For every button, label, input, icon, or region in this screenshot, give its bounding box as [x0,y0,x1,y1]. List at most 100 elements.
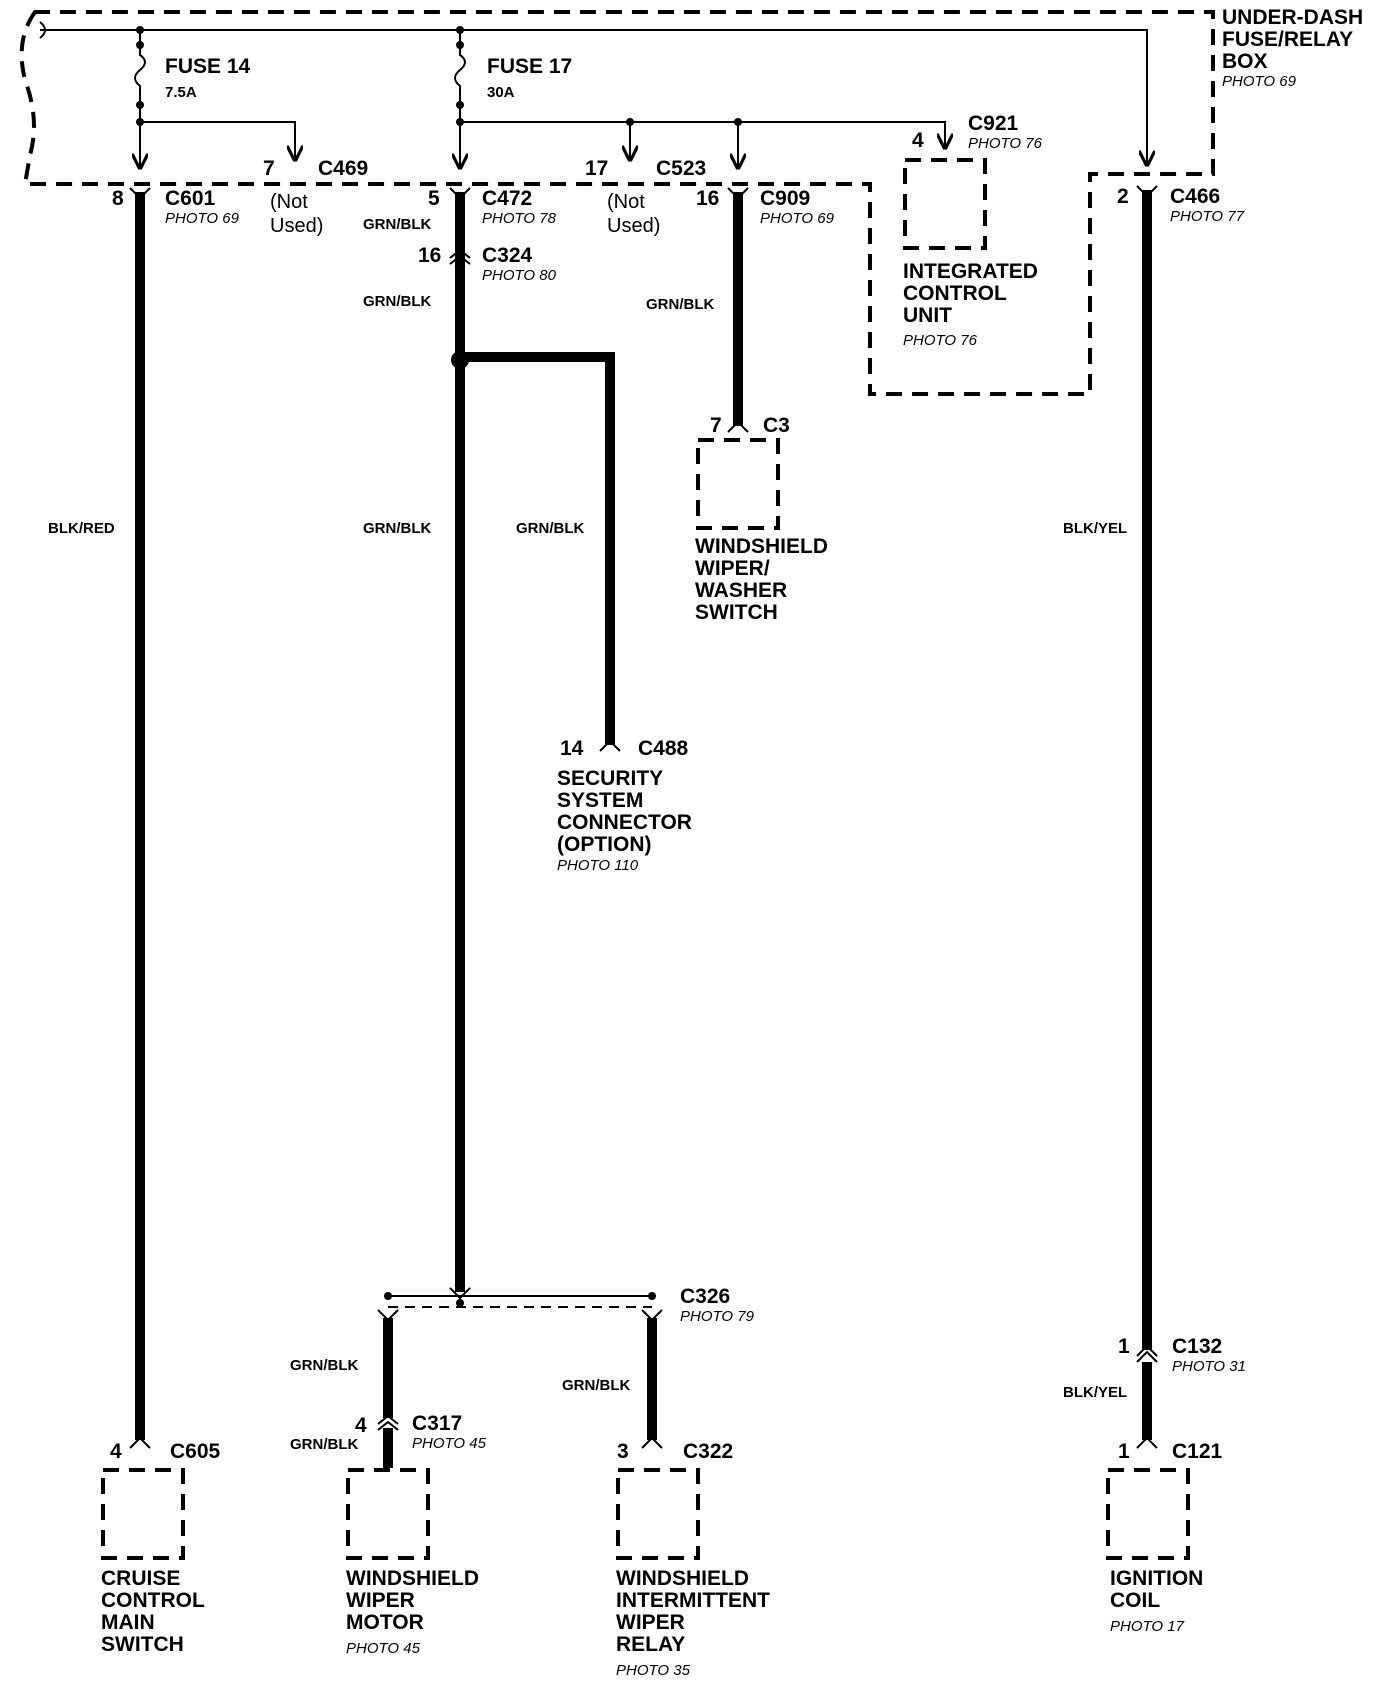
svg-text:C326: C326 [680,1285,730,1308]
svg-text:UNDER-DASH: UNDER-DASH [1222,6,1363,29]
svg-text:FUSE/RELAY: FUSE/RELAY [1222,28,1353,51]
ignition-coil: IGNITION COIL PHOTO 17 [1106,1468,1203,1635]
svg-text:17: 17 [585,157,608,180]
fuse-14: FUSE 14 7.5A [135,30,295,168]
wire-blk-red: BLK/RED [48,187,151,1449]
svg-text:C469: C469 [318,157,368,180]
svg-text:PHOTO 76: PHOTO 76 [903,332,978,349]
svg-text:PHOTO 69: PHOTO 69 [760,210,835,227]
svg-text:GRN/BLK: GRN/BLK [516,520,584,537]
connector-c322: 3 C322 [617,1440,733,1463]
svg-text:SYSTEM: SYSTEM [557,789,643,812]
wire-grn-blk-security: GRN/BLK [460,352,621,752]
svg-text:14: 14 [560,737,584,760]
connector-c909: 16 C909 PHOTO 69 GRN/BLK [646,187,835,313]
svg-text:16: 16 [418,244,441,267]
svg-text:2: 2 [1117,185,1129,208]
svg-text:WASHER: WASHER [695,579,787,602]
svg-text:C921: C921 [968,112,1019,135]
svg-text:GRN/BLK: GRN/BLK [363,520,431,537]
svg-text:C909: C909 [760,187,810,210]
svg-text:SECURITY: SECURITY [557,767,663,790]
svg-text:BLK/YEL: BLK/YEL [1063,520,1127,537]
svg-text:PHOTO 69: PHOTO 69 [1222,73,1297,90]
windshield-wiper-washer-switch: WINDSHIELD WIPER/ WASHER SWITCH [695,438,828,624]
svg-text:WIPER/: WIPER/ [695,557,770,580]
fuse-box-outline [19,10,1215,396]
svg-text:C322: C322 [683,1440,733,1463]
svg-text:CONTROL: CONTROL [903,282,1007,305]
svg-text:4: 4 [355,1414,367,1437]
svg-text:SWITCH: SWITCH [695,601,778,624]
wire-grn-blk-relay: GRN/BLK [562,1318,663,1449]
svg-text:UNIT: UNIT [903,304,952,327]
svg-text:7: 7 [263,157,275,180]
svg-text:C317: C317 [412,1412,462,1435]
svg-text:PHOTO 78: PHOTO 78 [482,210,557,227]
connector-c121: 1 C121 [1118,1440,1223,1463]
connector-c324: 16 C324 PHOTO 80 GRN/BLK [363,244,557,310]
svg-text:16: 16 [696,187,719,210]
svg-text:PHOTO 79: PHOTO 79 [680,1308,755,1325]
svg-text:(OPTION): (OPTION) [557,833,652,856]
connector-c469: 7 C469 (Not Used) [263,157,368,237]
svg-text:1: 1 [1118,1440,1130,1463]
cruise-control-main-switch: CRUISE CONTROL MAIN SWITCH [101,1468,205,1656]
svg-text:MAIN: MAIN [101,1611,155,1634]
svg-text:WIPER: WIPER [616,1611,685,1634]
svg-text:PHOTO 45: PHOTO 45 [346,1640,421,1657]
connector-c3: 7 C3 [710,414,790,437]
svg-text:(Not: (Not [270,191,308,213]
svg-text:Used): Used) [607,215,660,237]
svg-text:C472: C472 [482,187,532,210]
svg-text:WIPER: WIPER [346,1589,415,1612]
svg-text:INTERMITTENT: INTERMITTENT [616,1589,770,1612]
svg-text:PHOTO 80: PHOTO 80 [482,267,557,284]
splice-c326: C326 PHOTO 79 [377,1285,755,1325]
connector-c523: 17 C523 (Not Used) [585,157,706,237]
wire-grn-blk-main: GRN/BLK [363,187,471,1292]
svg-text:WINDSHIELD: WINDSHIELD [695,535,828,558]
svg-text:IGNITION: IGNITION [1110,1567,1203,1590]
fuse-box-label: UNDER-DASH FUSE/RELAY BOX PHOTO 69 [1222,6,1363,90]
connector-c132: 1 C132 PHOTO 31 [1118,1335,1246,1375]
fuse-17-rating: 30A [487,84,515,101]
svg-text:BLK/YEL: BLK/YEL [1063,1384,1127,1401]
connector-c488: 14 C488 [560,737,689,760]
connector-c921: 4 C921 PHOTO 76 [912,112,1043,152]
svg-text:RELAY: RELAY [616,1633,685,1656]
svg-text:GRN/BLK: GRN/BLK [290,1357,358,1374]
svg-text:WINDSHIELD: WINDSHIELD [346,1567,479,1590]
svg-text:C523: C523 [656,157,706,180]
wire-grn-blk-wiper-switch [727,187,749,433]
fuse-17-label: FUSE 17 [487,55,572,78]
svg-text:C3: C3 [763,414,790,437]
svg-text:MOTOR: MOTOR [346,1611,424,1634]
security-system-connector: SECURITY SYSTEM CONNECTOR (OPTION) PHOTO… [557,767,692,874]
svg-text:C605: C605 [170,1440,221,1463]
svg-text:PHOTO 69: PHOTO 69 [165,210,240,227]
svg-text:BLK/RED: BLK/RED [48,520,115,537]
svg-text:7: 7 [710,414,722,437]
svg-text:Used): Used) [270,215,323,237]
svg-text:PHOTO 35: PHOTO 35 [616,1662,691,1679]
svg-text:PHOTO 77: PHOTO 77 [1170,208,1245,225]
svg-text:(Not: (Not [607,191,645,213]
integrated-control-unit: INTEGRATED CONTROL UNIT PHOTO 76 [903,158,1038,349]
svg-text:C466: C466 [1170,185,1220,208]
svg-text:CRUISE: CRUISE [101,1567,180,1590]
svg-text:GRN/BLK: GRN/BLK [290,1436,358,1453]
svg-text:4: 4 [110,1440,122,1463]
wire-grn-blk-wiper-motor: GRN/BLK GRN/BLK [290,1318,399,1468]
svg-text:C324: C324 [482,244,533,267]
svg-text:5: 5 [428,187,440,210]
svg-text:PHOTO 31: PHOTO 31 [1172,1358,1246,1375]
fuse-14-rating: 7.5A [165,84,197,101]
svg-text:PHOTO 110: PHOTO 110 [557,857,639,874]
svg-text:INTEGRATED: INTEGRATED [903,260,1038,283]
connector-c605: 4 C605 [110,1440,221,1463]
svg-text:3: 3 [617,1440,629,1463]
svg-text:4: 4 [912,129,924,152]
svg-text:PHOTO 76: PHOTO 76 [968,135,1043,152]
